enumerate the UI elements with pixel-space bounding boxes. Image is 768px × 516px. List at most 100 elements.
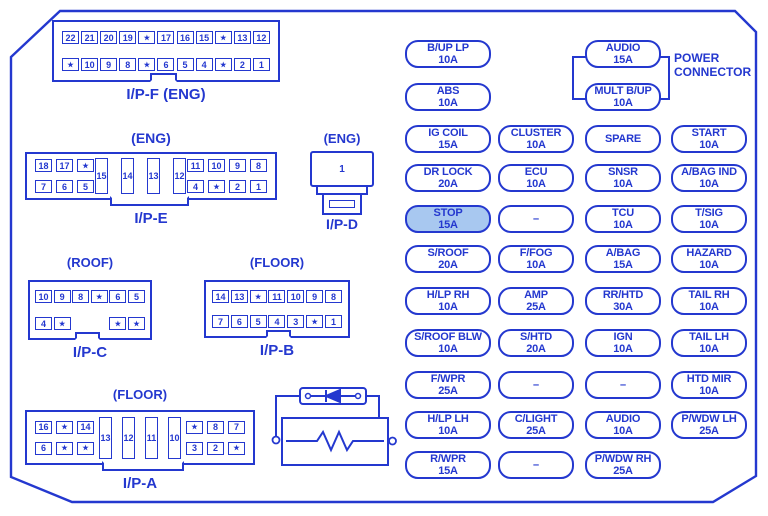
fuse-name: R/WPR: [430, 453, 466, 465]
fuse-name: AUDIO: [605, 42, 641, 54]
fuse-name: CLUSTER: [510, 127, 562, 139]
pin-cell: 13: [233, 31, 251, 44]
fuse-amp: 10A: [699, 343, 719, 355]
connector-ipd: 1: [310, 151, 374, 187]
fuse-amp: 10A: [526, 259, 546, 271]
pin-cell: 5: [77, 180, 94, 193]
pin-cell-star: ★: [186, 420, 203, 434]
connector-ipc-location-label: (ROOF): [66, 255, 114, 270]
pin-cell: 2: [229, 180, 246, 193]
fuse-name: MULT B/UP: [594, 85, 652, 97]
resistor-icon: [286, 429, 384, 453]
fuse-spare: SPARE: [585, 125, 661, 153]
pin-cell: 9: [306, 290, 324, 303]
terminal-circle: [304, 392, 312, 400]
fuse-amp: 10A: [438, 54, 458, 66]
fuse-name: S/ROOF BLW: [414, 331, 482, 343]
pin-cell: 16: [35, 420, 52, 434]
pin-cell: 7: [35, 180, 52, 193]
pin-cell: 5: [249, 315, 267, 328]
fuse-amp: 25A: [438, 385, 458, 397]
pin-cell-star: ★: [77, 159, 94, 172]
fuse-name: C/LIGHT: [514, 413, 558, 425]
fuse-amp: 20A: [526, 343, 546, 355]
pin-cell: 9: [100, 58, 118, 71]
fuse-name: F/FOG: [519, 247, 553, 259]
fuse-name: STOP: [433, 207, 463, 219]
pin-slot: 13: [99, 416, 112, 459]
pin-cell: 4: [187, 180, 204, 193]
connector-ipa-location-label: (FLOOR): [112, 387, 168, 402]
fuse-name: F/WPR: [430, 373, 466, 385]
diode-icon: [323, 388, 341, 404]
pin-cell: 9: [53, 290, 71, 303]
fuse-name: TAIL RH: [688, 289, 730, 301]
pin-cell: 4: [195, 58, 213, 71]
pin-cell: 8: [324, 290, 342, 303]
fuse-amp: 15A: [613, 54, 633, 66]
terminal-circle: [271, 435, 281, 445]
pin-cell: 2: [233, 58, 251, 71]
fuse-name: B/UP LP: [427, 42, 469, 54]
connector-ipb-label: I/P-B: [259, 342, 295, 359]
pin-cell: 8: [119, 58, 137, 71]
pin-cell: 11: [187, 159, 204, 172]
resistor-box: [281, 417, 389, 466]
fuse-name: HTD MIR: [686, 373, 732, 385]
fuse-name: –: [533, 459, 539, 471]
fuse-amp: 10A: [699, 139, 719, 151]
connector-ipd-slot: [329, 200, 355, 208]
pin-cell: 17: [157, 31, 175, 44]
pin-slot: 10: [168, 416, 181, 459]
fuse-amp: 10A: [438, 343, 458, 355]
pin-cell: 1: [252, 58, 270, 71]
pin-row: 16★14: [35, 420, 94, 434]
pin-slot: 12: [122, 416, 135, 459]
pin-cell: 19: [119, 31, 137, 44]
fuse-amp: 10A: [438, 425, 458, 437]
fuse-amp: 15A: [438, 139, 458, 151]
pin-cell-star: ★: [109, 317, 127, 330]
fuse-name: S/ROOF: [427, 247, 469, 259]
fuse-name: SNSR: [608, 166, 638, 178]
pin-cell: 1: [324, 315, 342, 328]
fuse-amp: 10A: [699, 301, 719, 313]
connector-notch: [150, 73, 177, 82]
pin-cell-star: ★: [228, 441, 245, 455]
pin-cell-star: ★: [56, 441, 73, 455]
terminal-circle: [388, 436, 397, 446]
pin-cell-star: ★: [214, 31, 232, 44]
pin-cell-star: ★: [53, 317, 71, 330]
pin-cell-star: ★: [90, 290, 108, 303]
fuse-amp: 10A: [438, 97, 458, 109]
